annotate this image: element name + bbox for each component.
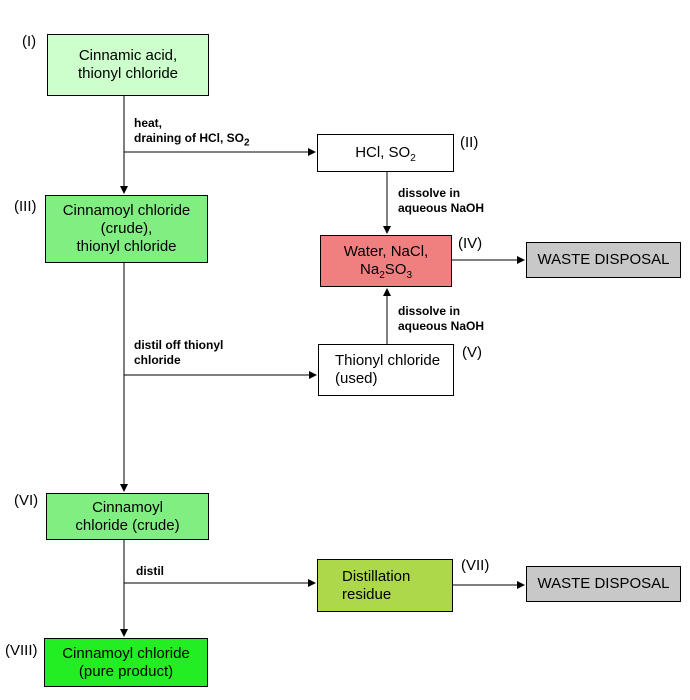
edge-label-distil-off-line2: chloride	[134, 353, 181, 367]
node-vi-line1: Cinnamoyl	[92, 498, 163, 516]
node-iv-box: Water, NaCl, Na2SO3	[320, 235, 452, 287]
node-vii-tag: (VII)	[461, 557, 490, 574]
node-vii-line1: Distillation	[342, 567, 411, 585]
node-iii-line2: (crude),	[100, 220, 153, 237]
node-iii-line3: thionyl chloride	[76, 238, 177, 255]
edge-label-dissolve-2-line2: aqueous NaOH	[398, 319, 485, 333]
node-v-tag: (V)	[462, 344, 482, 361]
edge-label-dissolve-2: dissolve in aqueous NaOH	[398, 304, 484, 334]
edge-label-distil-off: distil off thionyl chloride	[134, 338, 223, 368]
node-i-line1: Cinnamic acid,	[78, 47, 178, 64]
edge-label-dissolve-1-line1: dissolve in	[398, 186, 461, 200]
node-v-box: Thionyl chloride (used)	[318, 344, 454, 396]
node-v-line2: (used)	[335, 370, 378, 387]
waste-disposal-box-2: WASTE DISPOSAL	[526, 566, 681, 602]
edge-label-distil: distil	[136, 564, 165, 578]
node-ii-tag: (II)	[460, 134, 479, 151]
node-i-tag: (I)	[22, 33, 37, 50]
node-i-box: Cinnamic acid, thionyl chloride	[47, 34, 209, 96]
node-iv-line1: Water, NaCl,	[343, 243, 429, 260]
node-i-line2: thionyl chloride	[77, 65, 179, 82]
waste-disposal-box-1: WASTE DISPOSAL	[526, 242, 681, 278]
edge-label-dissolve-1-line2: aqueous NaOH	[398, 201, 485, 215]
edge-label-dissolve-1: dissolve in aqueous NaOH	[398, 186, 484, 216]
node-vi-tag: (VI)	[14, 492, 39, 509]
node-ii-box: HCl, SO2	[317, 134, 454, 172]
edge-label-heat-line1: heat,	[134, 116, 163, 130]
node-vii-box: Distillation residue	[317, 559, 453, 612]
node-viii-line2: (pure product)	[78, 662, 174, 680]
node-ii-text: HCl, SO2	[355, 144, 416, 164]
node-iii-tag: (III)	[14, 198, 37, 215]
node-vi-box: Cinnamoyl chloride (crude)	[46, 493, 209, 540]
node-viii-line1: Cinnamoyl chloride	[62, 644, 190, 662]
node-vii-line2: residue	[342, 585, 392, 603]
node-iv-tag: (IV)	[458, 235, 483, 252]
node-viii-tag: (VIII)	[5, 642, 38, 659]
node-vi-line2: chloride (crude)	[75, 516, 180, 534]
edge-label-heat: heat, draining of HCl, SO2	[134, 116, 250, 149]
edge-label-distil-off-line1: distil off thionyl	[134, 338, 224, 352]
edge-label-dissolve-2-line1: dissolve in	[398, 304, 461, 318]
node-iii-box: Cinnamoyl chloride (crude), thionyl chlo…	[45, 195, 208, 263]
node-iv-line2: Na2SO3	[360, 261, 412, 281]
node-iii-line1: Cinnamoyl chloride	[62, 202, 191, 219]
edge-label-heat-line2: draining of HCl, SO2	[134, 131, 250, 149]
node-viii-box: Cinnamoyl chloride (pure product)	[44, 638, 208, 687]
node-v-line1: Thionyl chloride	[335, 352, 441, 369]
